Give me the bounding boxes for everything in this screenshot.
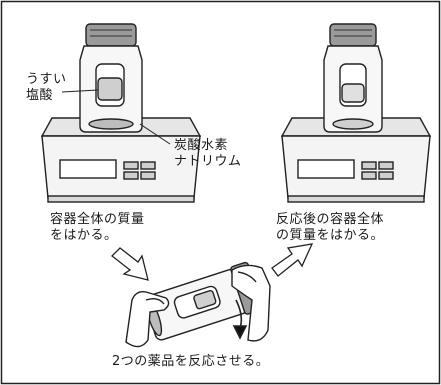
arrow-up-right <box>271 243 314 277</box>
step3-line1: 反応後の容器全体 <box>276 212 385 227</box>
left-container <box>61 23 171 145</box>
arrow-down-right <box>111 247 149 281</box>
step2-caption: 2つの薬品を反応させる。 <box>112 354 270 369</box>
rotation-arrow <box>232 299 248 340</box>
step1-line1: 容器全体の質量 <box>50 212 145 227</box>
label-bicarb-line2: ナトリウム <box>174 154 242 169</box>
left-hand <box>125 290 170 348</box>
label-bicarb-line1: 炭酸水素 <box>174 138 229 153</box>
right-container <box>323 23 383 133</box>
right-hand <box>231 264 271 342</box>
label-dilute-line2: 塩酸 <box>26 88 54 103</box>
step3-line2: の質量をはかる。 <box>276 228 385 243</box>
label-dilute-line1: うすい <box>26 72 67 87</box>
right-scale <box>280 117 432 203</box>
step1-line2: をはかる。 <box>50 228 118 243</box>
left-scale <box>40 117 202 203</box>
